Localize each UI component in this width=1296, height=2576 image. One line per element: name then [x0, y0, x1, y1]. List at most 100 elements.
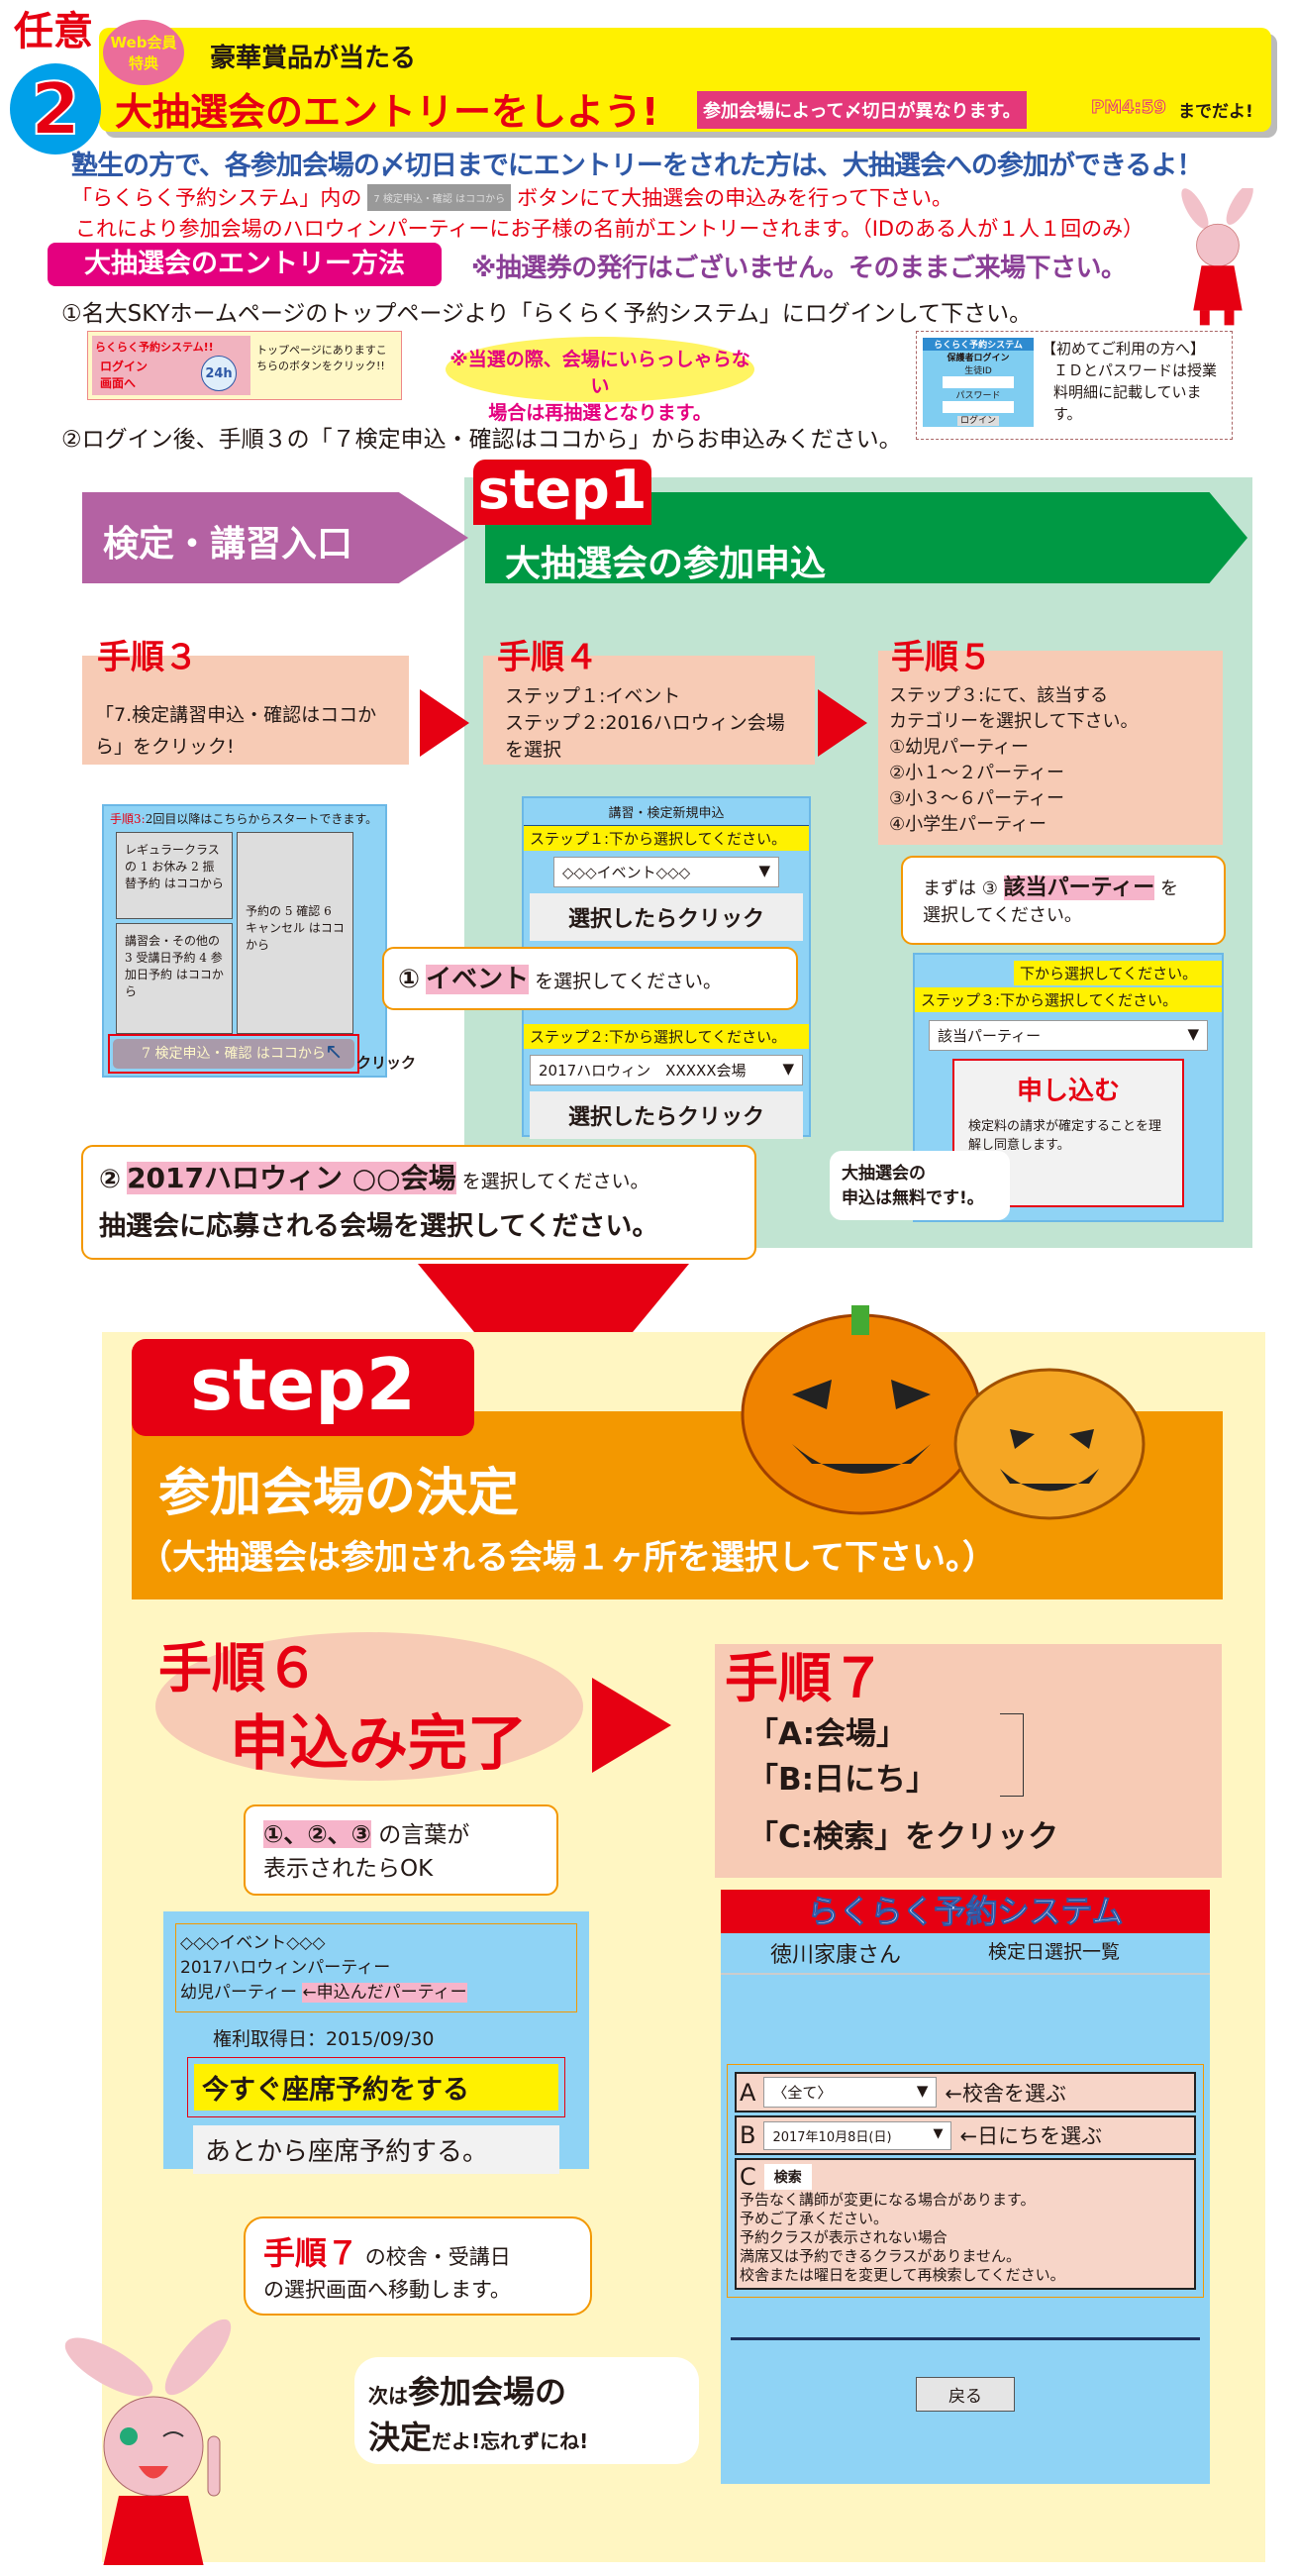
kentei-confirm-button[interactable]: 予約の 5 確認 6 キャンセル はココから	[237, 832, 353, 1034]
procedure3-title: 手順３	[97, 638, 198, 677]
banner-title: 大抽選会のエントリーをしよう!	[115, 90, 659, 134]
bunny-speech-bubble: 次は参加会場の 決定だよ!忘れずにね!	[354, 2357, 699, 2464]
step2-tab: step2	[132, 1339, 474, 1436]
reserve-now-frame: 今すぐ座席予約をする	[187, 2057, 565, 2117]
callout-highlight: ①、②、③	[263, 1820, 371, 1848]
dropdown-arrow-icon: ▼	[782, 1060, 794, 1078]
click-label: クリック	[356, 1054, 417, 1072]
date-label: 権利取得日：	[213, 2028, 327, 2050]
deadline-time: PM4:59	[1091, 97, 1167, 119]
kentei-course-button[interactable]: 講習会・その他の 3 受講日予約 4 参加日予約 はココから	[116, 923, 233, 1034]
free-note-line: 大抽選会の	[842, 1164, 926, 1184]
cursor-icon: ↖	[325, 1040, 344, 1065]
callout-highlight: イベント	[426, 965, 530, 994]
apply-note: 検定料の請求が確定することを理解し同意します。	[968, 1119, 1162, 1153]
banner-subtitle: 豪華賞品が当たる	[210, 44, 417, 73]
step1-label: 大抽選会の参加申込	[505, 544, 827, 584]
complete-party: 幼児パーティー	[180, 1983, 297, 2003]
thumb-id-input	[943, 376, 1014, 388]
arrow-right-icon	[420, 689, 469, 757]
method-step1: ①名大SKYホームページのトップページより「らくらく予約システム」にログインして…	[61, 301, 1033, 327]
pumpkins-icon	[741, 1305, 1146, 1520]
procedure7-a: 「A:会場」	[748, 1716, 907, 1752]
dropdown-arrow-icon: ▼	[933, 2125, 944, 2141]
procedure4-line: ステップ１:イベント	[505, 685, 681, 707]
callout-text: を選択してください。	[461, 1171, 649, 1192]
callout-text: を	[1160, 878, 1179, 899]
select-submit-button[interactable]: 選択したらクリック	[530, 893, 803, 941]
step1-tab: step1	[473, 460, 651, 525]
complete-info: ◇◇◇イベント◇◇◇ 2017ハロウィンパーティー 幼児パーティー ←申込んだパ…	[175, 1923, 577, 2012]
procedure6-ellipse	[155, 1632, 583, 1781]
rakuraku-subheader: 徳川家康さん検定日選択一覧	[721, 1933, 1210, 1975]
badge-line: Web会員	[110, 34, 177, 52]
date-select[interactable]: 2017年10月8日(日) ▼	[763, 2120, 952, 2150]
select-submit-button-2[interactable]: 選択したらクリック	[530, 1091, 803, 1139]
title-banner	[99, 28, 1271, 132]
arrow-right-icon	[818, 689, 867, 757]
login-banner-desc: トップページにありますこちらのボタンをクリック!!	[256, 344, 387, 372]
step2-subtitle: （大抽選会は参加される会場１ヶ所を選択して下さい。）	[139, 1538, 996, 1578]
reserve-now-button[interactable]: 今すぐ座席予約をする	[194, 2064, 558, 2111]
spacer	[721, 1975, 1210, 2064]
apply-button-label: 申し込む	[1016, 1077, 1120, 1106]
row-a: A〈全て〉▼←校舎を選ぶ	[735, 2072, 1196, 2112]
callout-text: まずは ③	[923, 878, 998, 899]
entry-arrow-label: 検定・講習入口	[103, 524, 353, 565]
login-link[interactable]: ログイン画面へ	[100, 360, 149, 390]
step-number-badge: 2	[10, 63, 101, 155]
date-value: 2015/09/30	[326, 2028, 435, 2050]
procedure3-box	[82, 656, 409, 765]
bracket-decoration	[1000, 1713, 1024, 1797]
callout-line2: の選択画面へ移動します。	[263, 2278, 511, 2302]
inline-kentei-button: 7 検定申込・確認 はココから	[367, 183, 512, 211]
row-label: A	[740, 2078, 756, 2107]
step2-title: 参加会場の決定	[158, 1464, 520, 1523]
procedure5-title: 手順５	[891, 638, 992, 677]
free-note-bubble: 大抽選会の申込は無料です!。	[830, 1151, 1010, 1220]
row-note: ←日にちを選ぶ	[959, 2124, 1103, 2148]
kentei-screen: 手順3:2回目以降はこちらからスタートできます。 レギュラークラスの 1 お休み…	[102, 804, 387, 1078]
notice-line: 満席又は予約できるクラスがありません。	[740, 2247, 1021, 2265]
kentei-regular-button[interactable]: レギュラークラスの 1 お休み 2 振替予約 はココから	[116, 832, 233, 919]
procedure6-title: 手順６	[158, 1637, 319, 1700]
search-button[interactable]: 検索	[763, 2164, 812, 2190]
kentei-header-red: 手順3:	[110, 812, 146, 826]
procedure4-body: ステップ１:イベントステップ２:2016ハロウィン会場を選択	[505, 683, 785, 764]
first-time-body: ＩＤとパスワードは授業料明細に記載しています。	[1053, 361, 1218, 423]
procedure4-line: を選択	[505, 739, 562, 761]
notice-line: 校舎または曜日を変更して再検索してください。	[740, 2266, 1065, 2284]
complete-event: ◇◇◇イベント◇◇◇	[180, 1933, 326, 1953]
row-c: C 検索 予告なく講師が変更になる場合があります。予めご了承ください。予約クラスが…	[735, 2158, 1196, 2290]
date-select-value: 2017年10月8日(日)	[772, 2129, 892, 2145]
free-note-line: 申込は無料です!。	[842, 1188, 984, 1208]
kentei-apply-button[interactable]: 7 検定申込・確認 はココから	[113, 1039, 354, 1069]
campus-select-value: 〈全て〉	[772, 2084, 833, 2102]
form-title: 講習・検定新規申込	[524, 798, 809, 826]
form-step1-bar: ステップ１:下から選択してください。	[524, 826, 809, 851]
procedure5-line: カテゴリーを選択して下さい。	[889, 711, 1139, 732]
procedure7-title: 手順７	[725, 1647, 885, 1709]
login-banner-title: らくらく予約システム!!	[95, 341, 214, 354]
event-select[interactable]: ◇◇◇イベント◇◇◇▼	[553, 857, 779, 887]
party-select[interactable]: 該当パーティー▼	[929, 1020, 1208, 1051]
procedure6-body: 申込み完了	[230, 1709, 527, 1779]
procedure7-box	[715, 1644, 1222, 1878]
bubble-text: 次は	[368, 2384, 408, 2408]
intro-text: ボタンにて大抽選会の申込みを行って下さい。	[517, 186, 953, 210]
row-label: C	[740, 2163, 756, 2191]
arrow-right-icon	[592, 1678, 671, 1773]
procedure7-c: 「C:検索」をクリック	[748, 1819, 1059, 1855]
venue-select[interactable]: 2017ハロウィン XXXXX会場▼	[530, 1055, 803, 1085]
complete-party-group: 2017ハロウィンパーティー	[180, 1958, 391, 1978]
callout-line2: 抽選会に応募される会場を選択してください。	[99, 1211, 659, 1242]
reserve-later-button[interactable]: あとから座席予約する。	[193, 2125, 559, 2174]
dropdown-arrow-icon: ▼	[1187, 1025, 1199, 1043]
campus-select[interactable]: 〈全て〉▼	[763, 2077, 938, 2108]
callout-line2: 表示されたらOK	[263, 1856, 434, 1882]
notice-text: 予告なく講師が変更になる場合があります。予めご了承ください。予約クラスが表示され…	[740, 2191, 1191, 2285]
badge-line: 特典	[128, 54, 158, 72]
back-button[interactable]: 戻る	[916, 2377, 1015, 2412]
